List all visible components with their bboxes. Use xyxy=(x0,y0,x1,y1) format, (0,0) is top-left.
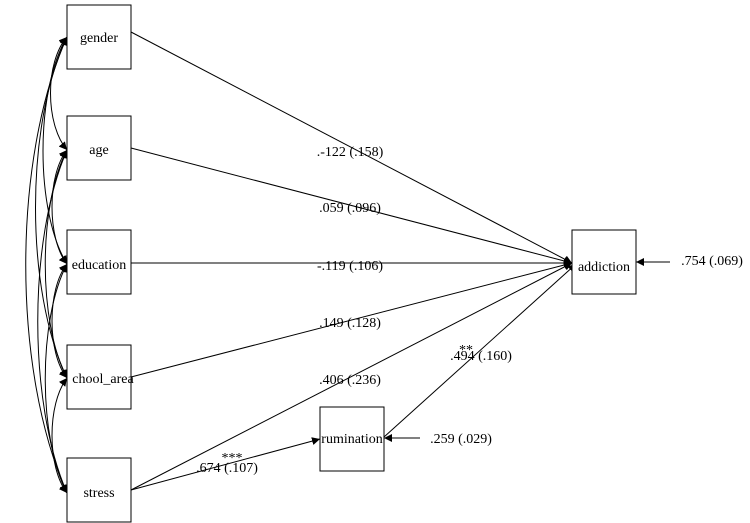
label-education: education xyxy=(72,258,126,273)
path-gender-addiction xyxy=(130,31,573,264)
path-stress-addiction xyxy=(130,262,573,491)
path-age-addiction xyxy=(130,147,573,265)
residual-addiction: .754 (.069) xyxy=(681,254,743,269)
residual-rumination: .259 (.029) xyxy=(430,432,492,447)
label-addiction: addiction xyxy=(578,260,630,275)
cov-gender-school-area xyxy=(35,36,68,379)
path-school-area-addiction xyxy=(130,261,573,378)
coefficient-labels: .-122 (.158) .059 (.096) -.119 (.106) .1… xyxy=(196,145,743,476)
box-rumination xyxy=(319,406,385,472)
box-school-area xyxy=(66,344,132,410)
variable-boxes xyxy=(66,4,637,523)
coef-stress-rumination: .674 (.107) xyxy=(196,461,258,476)
label-stress: stress xyxy=(83,486,114,501)
cov-education-stress xyxy=(44,263,68,494)
label-school-area: chool_area xyxy=(72,372,134,387)
sig-stress-rumination: *** xyxy=(222,451,243,466)
coef-rumination-addiction: .494 (.160) xyxy=(450,349,512,364)
box-stress xyxy=(66,457,132,523)
cov-age-school-area xyxy=(44,149,68,379)
covariance-arcs xyxy=(25,36,68,494)
coef-gender-addiction: .-122 (.158) xyxy=(317,145,384,160)
path-stress-rumination xyxy=(130,437,321,491)
coef-education-addiction: -.119 (.106) xyxy=(317,259,383,274)
box-gender xyxy=(66,4,132,70)
label-gender: gender xyxy=(80,31,118,46)
box-education xyxy=(66,229,132,295)
sig-rumination-addiction: ** xyxy=(459,343,473,358)
coef-school-area-addiction: .149 (.128) xyxy=(319,316,381,331)
label-age: age xyxy=(89,143,108,158)
box-addiction xyxy=(571,229,637,295)
path-rumination-addiction xyxy=(383,263,577,438)
label-rumination: rumination xyxy=(321,432,382,447)
coef-stress-addiction: .406 (.236) xyxy=(319,373,381,388)
cov-school-area-stress xyxy=(51,377,68,494)
node-labels: gender age education chool_area stress r… xyxy=(72,31,630,501)
box-age xyxy=(66,115,132,181)
regression-paths xyxy=(130,31,670,491)
cov-gender-stress xyxy=(25,36,68,494)
coef-age-addiction: .059 (.096) xyxy=(319,201,381,216)
